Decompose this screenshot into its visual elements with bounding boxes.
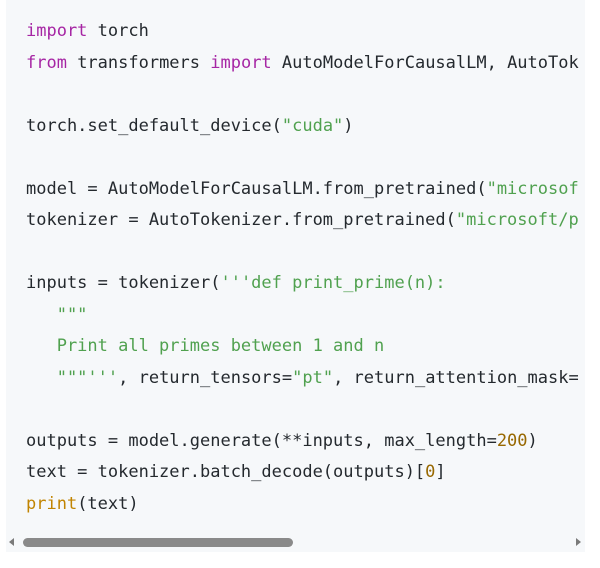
- code-line-5: tokenizer = AutoTokenizer.from_pretraine…: [26, 205, 579, 237]
- code-line-6: inputs = tokenizer('''def print_prime(n)…: [26, 268, 579, 300]
- code-line-10: outputs = model.generate(**inputs, max_l…: [26, 426, 579, 458]
- code-token: AutoModelForCausalLM, AutoTok: [271, 52, 579, 73]
- code-line-3: torch.set_default_device("cuda"): [26, 111, 579, 143]
- code-token: tokenizer = AutoTokenizer.from_pretraine…: [26, 210, 456, 230]
- keyword: from: [26, 52, 67, 73]
- string-literal: """: [26, 304, 88, 325]
- string-literal: """''': [26, 367, 119, 388]
- code-token: outputs = model.generate(**inputs, max_l…: [26, 430, 497, 451]
- code-token: ): [343, 115, 354, 136]
- code-token: ): [527, 430, 538, 451]
- code-token: , return_attention_mask=: [333, 367, 579, 388]
- code-token: text = tokenizer.batch_decode(outputs)[: [26, 462, 426, 482]
- code-line-2: from transformers import AutoModelForCau…: [26, 48, 579, 80]
- code-line-12: print(text): [26, 489, 579, 521]
- code-token: torch: [87, 21, 149, 41]
- code-line-1: import torch: [26, 16, 579, 48]
- code-token: transformers: [66, 52, 211, 73]
- string-literal: "microsof: [486, 178, 579, 199]
- number-literal: 200: [496, 430, 528, 451]
- code-line-9: """''', return_tensors="pt", return_atte…: [26, 363, 579, 395]
- number-literal: 0: [425, 462, 436, 482]
- string-literal: Print all primes between 1 and n: [26, 336, 385, 356]
- string-literal: "pt": [292, 367, 334, 388]
- scroll-thumb[interactable]: [23, 538, 293, 547]
- blank-line: [26, 79, 579, 111]
- code-line-8: Print all primes between 1 and n: [26, 331, 579, 363]
- scroll-right-arrow-icon[interactable]: [576, 538, 581, 546]
- string-literal: "cuda": [281, 115, 344, 136]
- horizontal-scrollbar[interactable]: [6, 533, 585, 552]
- blank-line: [26, 394, 579, 426]
- code-token: , return_tensors=: [118, 367, 293, 388]
- code-line-11: text = tokenizer.batch_decode(outputs)[0…: [26, 457, 579, 489]
- scroll-track[interactable]: [20, 533, 571, 552]
- keyword: import: [26, 21, 88, 41]
- scroll-left-arrow-icon[interactable]: [9, 538, 14, 546]
- blank-line: [26, 237, 579, 269]
- code-line-7: """: [26, 300, 579, 332]
- keyword: import: [210, 52, 272, 73]
- code-token: model = AutoModelForCausalLM.from_pretra…: [26, 178, 487, 199]
- code-token: ]: [435, 462, 446, 482]
- code-token: torch.set_default_device(: [26, 115, 282, 136]
- builtin-function: print: [26, 493, 78, 514]
- code-token: inputs = tokenizer(: [26, 273, 221, 293]
- blank-line: [26, 142, 579, 174]
- code-token: (text): [77, 493, 139, 514]
- string-literal: '''def print_prime(n):: [220, 273, 446, 293]
- code-line-4: model = AutoModelForCausalLM.from_pretra…: [26, 174, 579, 206]
- string-literal: "microsoft/p: [455, 210, 579, 230]
